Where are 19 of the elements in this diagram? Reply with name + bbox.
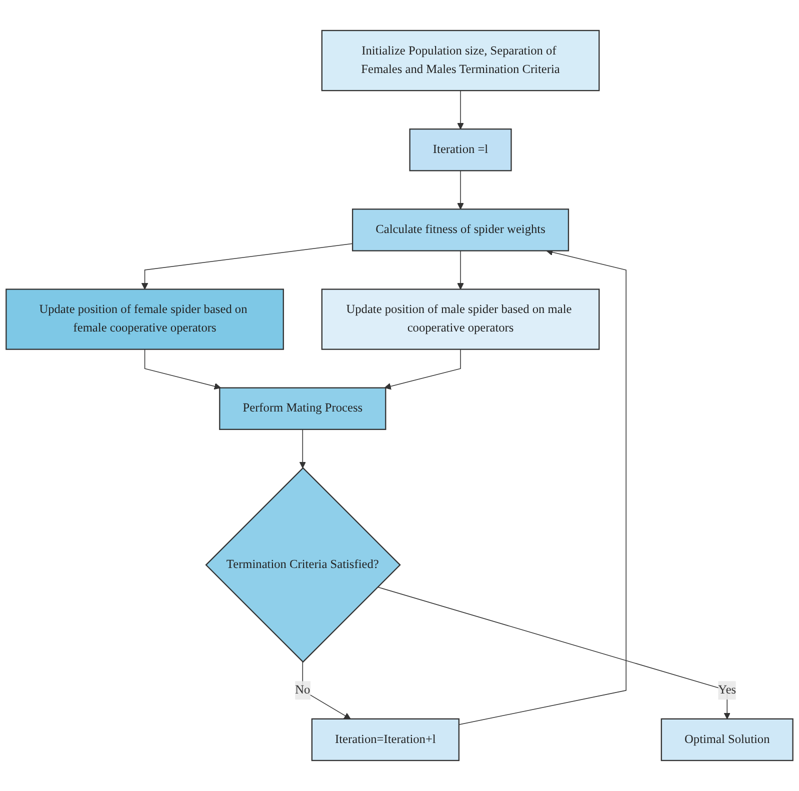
node-box: Update position of male spider based on male cooperative operators (321, 288, 600, 350)
arrow (457, 170, 464, 210)
node-box: Update position of female spider based on female cooperative operators (6, 288, 284, 350)
arrow (141, 243, 353, 290)
arrow (299, 429, 306, 468)
arrow (457, 250, 464, 290)
edge-label: Yes (718, 683, 736, 697)
arrow (457, 90, 464, 130)
node-box: Iteration =l (409, 128, 512, 172)
node-box: Optimal Solution (660, 718, 794, 762)
node-box: Iteration=Iteration+l (311, 718, 460, 762)
node-box: Calculate fitness of spider weights (352, 208, 570, 252)
edge-label: No (295, 683, 310, 697)
arrow (377, 586, 730, 720)
node-diamond: Termination Criteria Satisfied? (205, 467, 401, 663)
arrow (384, 348, 461, 390)
node-box: Initialize Population size, Separation of Females and Males Termination Criteria (321, 30, 600, 92)
node-box: Perform Mating Process (219, 387, 386, 430)
arrow (144, 348, 221, 390)
